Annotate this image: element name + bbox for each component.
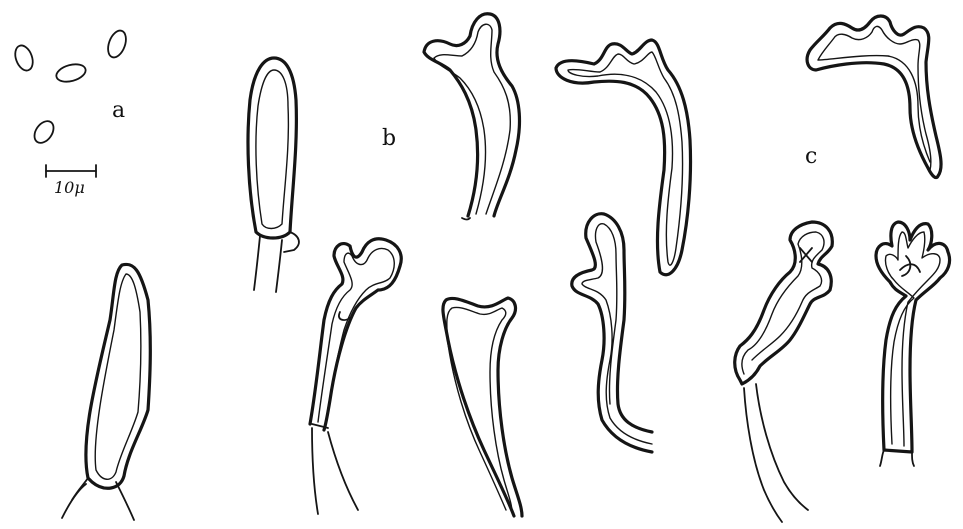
- scale-bar: [46, 165, 96, 177]
- cystidium-sinuous: [572, 214, 652, 452]
- label-b: b: [382, 126, 396, 151]
- cystidium-top-right: [807, 16, 941, 178]
- label-c: c: [805, 144, 817, 169]
- spores: [12, 28, 129, 146]
- scale-label: 10μ: [54, 178, 85, 197]
- cystidium-clavate: [248, 58, 299, 292]
- spore-1: [12, 43, 36, 73]
- label-a: a: [112, 98, 125, 123]
- cystidium-twisted: [735, 222, 833, 522]
- cystidium-bulbous-head: [310, 239, 401, 514]
- cystidium-coralloid: [876, 222, 950, 466]
- spore-4: [31, 118, 58, 147]
- cystidium-lower-left: [62, 264, 150, 520]
- cystidium-lobed-top: [424, 14, 519, 220]
- spore-2: [54, 61, 87, 84]
- spore-3: [105, 28, 130, 60]
- cystidium-lanceolate: [443, 298, 522, 516]
